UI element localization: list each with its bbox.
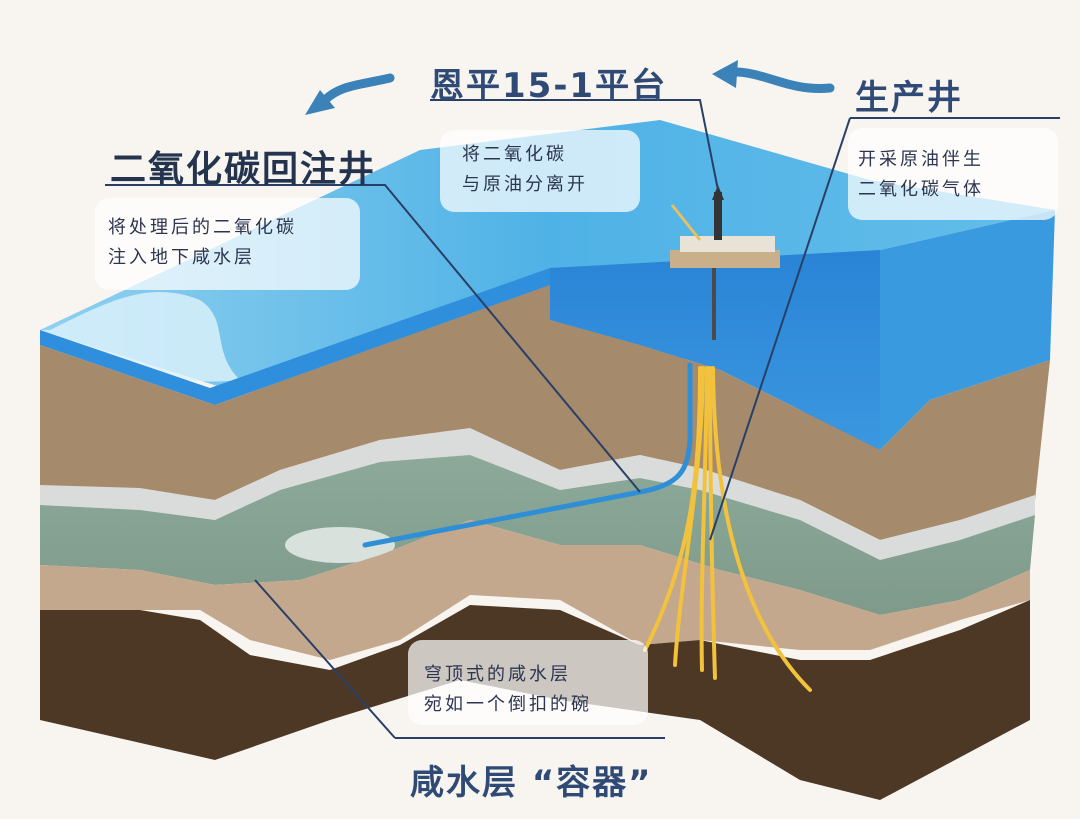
aquifer-title: 咸水层 “容器” [410, 763, 653, 803]
lower-sand-layer [40, 520, 1030, 660]
co2-plume [285, 527, 395, 563]
aquifer-description-card [408, 640, 648, 725]
co2-injection-pipe [362, 362, 693, 548]
curved-arrow-left-icon [305, 73, 395, 115]
production-well-title: 生产井 [855, 78, 963, 118]
sea-side-wall [550, 250, 880, 450]
injection-well-title: 二氧化碳回注井 [110, 149, 377, 190]
sea-right-face [880, 210, 1055, 450]
platform-description-card [440, 130, 640, 212]
sediment-layer [40, 285, 1050, 540]
injection-well-description: 将处理后的二氧化碳 注入地下咸水层 [108, 217, 297, 268]
production-well-description-card [848, 128, 1058, 220]
cap-rock-layer [40, 428, 1035, 560]
offshore-platform-icon [670, 185, 780, 340]
saline-aquifer-layer [40, 455, 1035, 615]
sea-surface [40, 120, 1055, 395]
bedrock-layer [40, 600, 1030, 800]
production-well-description: 开采原油伴生 二氧化碳气体 [858, 149, 984, 200]
curved-arrow-left-icon [712, 60, 835, 94]
production-well-pipes [643, 366, 812, 692]
platform-title: 恩平15-1平台 [430, 66, 668, 106]
sea-foam [40, 291, 240, 382]
aquifer-description: 穹顶式的咸水层 宛如一个倒扣的碗 [424, 664, 592, 715]
platform-description: 将二氧化碳 与原油分离开 [462, 144, 588, 195]
injection-well-description-card [95, 198, 360, 290]
leader-lines [105, 99, 1060, 739]
